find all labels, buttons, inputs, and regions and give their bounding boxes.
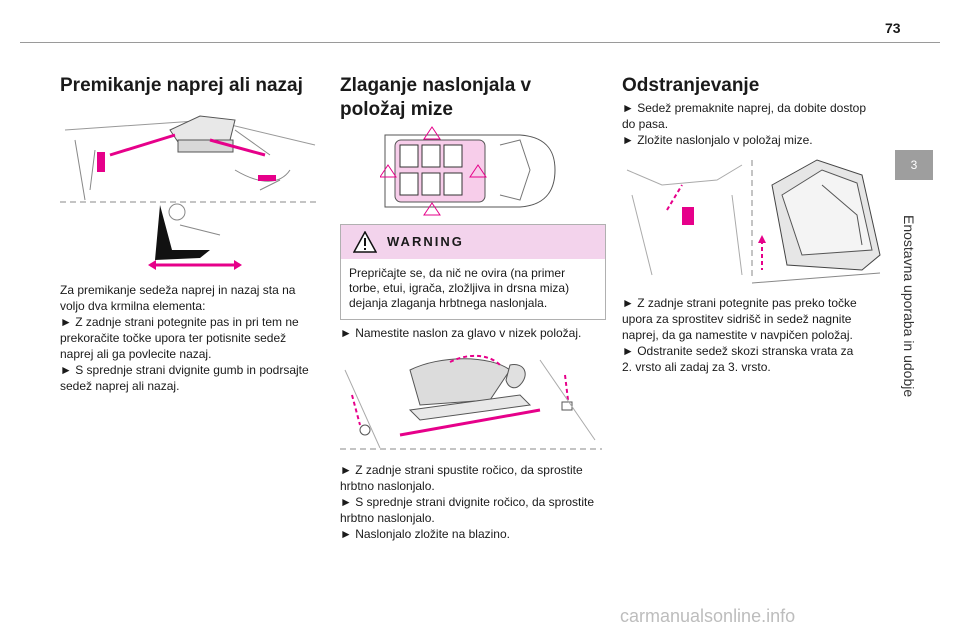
header-divider — [20, 42, 940, 43]
backrest-fold-illustration — [340, 354, 602, 450]
warning-text: Prepričajte se, da nič ne ovira (na prim… — [341, 259, 605, 318]
text-line: ► Z zadnje strani potegnite pas preko to… — [622, 296, 857, 310]
text-line: Za premikanje sedeža naprej in nazaj sta… — [60, 283, 296, 297]
text-line: ► S sprednje strani dvignite ročico, da … — [340, 495, 594, 509]
text-line: ► Naslonjalo zložite na blazino. — [340, 527, 510, 541]
text-line: upora za sprostitev sidrišč in sedež nag… — [622, 312, 852, 326]
text-line: Prepričajte se, da nič ne ovira (na prim… — [349, 266, 566, 280]
vehicle-top-view-illustration — [380, 126, 556, 216]
heading-line: Zlaganje naslonjala v — [340, 75, 532, 96]
text-line: naprej ali ga povlecite nazaj. — [60, 347, 212, 361]
text-line: ► Namestite naslon za glavo v nizek polo… — [340, 326, 582, 340]
warning-header: WARNING — [341, 225, 605, 259]
section-heading-seat-slide: Premikanje naprej ali nazaj — [60, 75, 303, 96]
section-heading-table-position: Zlaganje naslonjala v položaj mize — [340, 74, 610, 122]
text-line: ► Z zadnje strani potegnite pas in pri t… — [60, 315, 299, 329]
warning-box: WARNING Prepričajte se, da nič ne ovira … — [340, 224, 606, 320]
text-line: voljo dva krmilna elementa: — [60, 299, 206, 313]
text-line: ► S sprednje strani dvignite gumb in pod… — [60, 363, 309, 377]
text-line: hrbtno naslonjalo. — [340, 479, 435, 493]
seat-slide-text: Za premikanje sedeža naprej in nazaj sta… — [60, 282, 330, 394]
text-line: ► Zložite naslonjalo v položaj mize. — [622, 133, 813, 147]
seat-slide-illustration — [60, 110, 320, 280]
warning-title: WARNING — [387, 234, 464, 249]
watermark: carmanualsonline.info — [620, 606, 796, 626]
text-line: dejanja zlaganja hrbtnega naslonjala. — [349, 296, 548, 310]
text-line: ► Odstranite sedež skozi stranska vrata … — [622, 344, 854, 358]
text-line: sedež naprej ali nazaj. — [60, 379, 180, 393]
column-table-position: Zlaganje naslonjala v položaj mize — [340, 74, 610, 122]
column-seat-slide: Premikanje naprej ali nazaj — [60, 74, 330, 98]
section-heading-removal: Odstranjevanje — [622, 75, 760, 96]
page-number: 73 — [885, 20, 901, 36]
warning-triangle-icon — [353, 231, 377, 253]
table-steps: ► Z zadnje strani spustite ročico, da sp… — [340, 462, 610, 542]
text-line: ► Z zadnje strani spustite ročico, da sp… — [340, 463, 583, 477]
text-line: prekoračite točke upora ter potisnite se… — [60, 331, 287, 345]
removal-intro-text: ► Sedež premaknite naprej, da dobite dos… — [622, 100, 882, 148]
chapter-title-text: Enostavna uporaba in udobje — [901, 215, 917, 398]
removal-steps: ► Z zadnje strani potegnite pas preko to… — [622, 295, 882, 375]
text-line: torbe, etui, igrača, zložljiva in drsna … — [349, 281, 570, 295]
text-line: hrbtno naslonjalo. — [340, 511, 435, 525]
seat-removal-illustration — [626, 159, 881, 284]
text-line: do pasa. — [622, 117, 669, 131]
text-line: naprej, da ga namestite v navpičen polož… — [622, 328, 853, 342]
table-step1: ► Namestite naslon za glavo v nizek polo… — [340, 325, 610, 341]
chapter-tab[interactable]: 3 — [895, 150, 933, 180]
text-line: ► Sedež premaknite naprej, da dobite dos… — [622, 101, 867, 115]
text-line: 2. vrsto ali zadaj za 3. vrsto. — [622, 360, 771, 374]
heading-line: položaj mize — [340, 99, 453, 120]
column-removal: Odstranjevanje — [622, 74, 882, 98]
chapter-title: Enostavna uporaba in udobje — [897, 215, 921, 430]
